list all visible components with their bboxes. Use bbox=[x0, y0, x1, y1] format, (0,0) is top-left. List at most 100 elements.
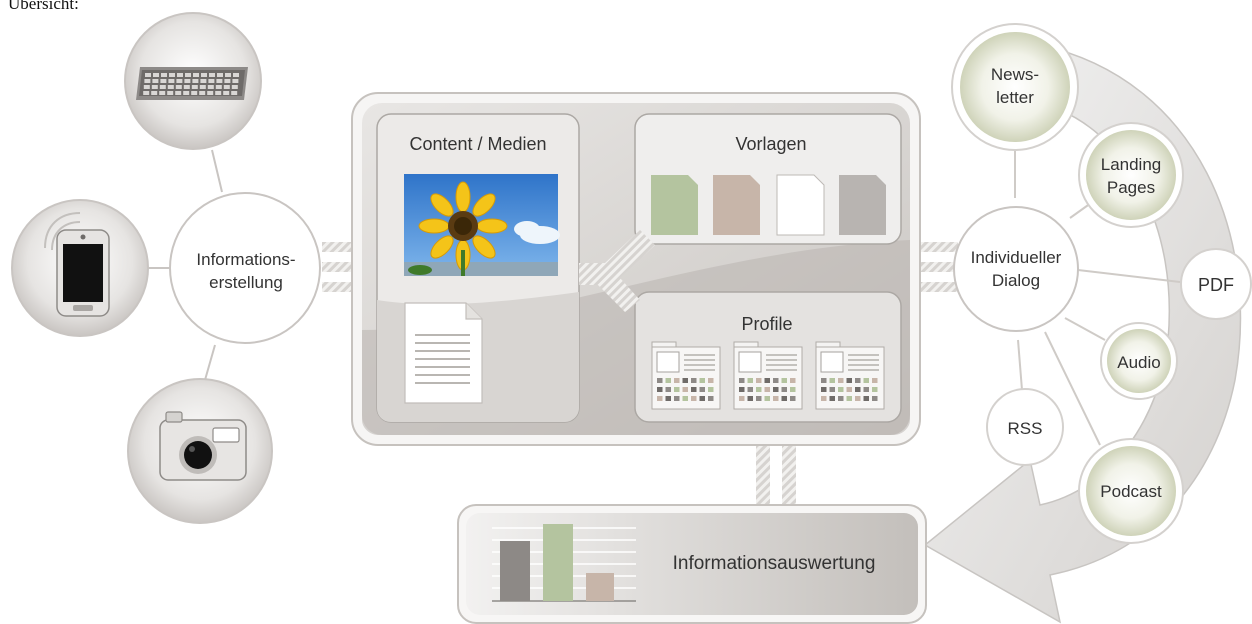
document-icon bbox=[404, 302, 483, 404]
pipe-left-1 bbox=[322, 242, 358, 252]
keyboard-key bbox=[199, 85, 206, 89]
channel-pdf: PDF bbox=[1180, 248, 1252, 320]
keyboard-key bbox=[215, 91, 222, 95]
keyboard-key bbox=[233, 73, 239, 77]
keyboard-key bbox=[175, 91, 182, 95]
camera-device bbox=[127, 378, 273, 524]
keyboard-key bbox=[216, 79, 223, 83]
keyboard-key bbox=[152, 79, 159, 83]
keyboard-key bbox=[223, 91, 230, 95]
template-brown bbox=[713, 175, 760, 235]
keyboard-key bbox=[161, 73, 167, 77]
keyboard-key bbox=[191, 85, 198, 89]
keyboard-key bbox=[167, 85, 174, 89]
channel-landing-pages: Landing Pages bbox=[1078, 122, 1184, 228]
keyboard-key bbox=[191, 91, 198, 95]
keyboard-key bbox=[151, 85, 158, 89]
keyboard-key bbox=[168, 79, 175, 83]
content-media-title: Content / Medien bbox=[409, 134, 546, 154]
profile-card-icon bbox=[815, 341, 885, 410]
keyboard-key bbox=[224, 79, 231, 83]
vorlagen-panel: Vorlagen bbox=[634, 113, 902, 245]
keyboard-key bbox=[185, 73, 191, 77]
profile-card-icon bbox=[651, 341, 721, 410]
smartphone-icon bbox=[44, 212, 110, 317]
keyboard-key bbox=[176, 79, 183, 83]
content-media-panel: Content / Medien bbox=[376, 113, 580, 423]
channel-newsletter: News- letter bbox=[951, 23, 1079, 151]
keyboard-device bbox=[124, 12, 262, 150]
channel-podcast: Podcast bbox=[1078, 438, 1184, 544]
informationserstellung-line1: Informations- bbox=[196, 250, 295, 269]
landing-line2: Pages bbox=[1107, 178, 1155, 197]
keyboard-key bbox=[159, 91, 166, 95]
dialog-line1: Individueller bbox=[971, 248, 1062, 267]
keyboard-key bbox=[231, 91, 238, 95]
keyboard-key bbox=[160, 79, 167, 83]
keyboard-key bbox=[217, 73, 223, 77]
keyboard-key bbox=[143, 85, 150, 89]
profile-panel: Profile bbox=[634, 291, 902, 423]
channel-audio: Audio bbox=[1100, 322, 1178, 400]
keyboard-key bbox=[225, 73, 231, 77]
profile-card-icon bbox=[733, 341, 803, 410]
audio-label: Audio bbox=[1117, 353, 1160, 372]
keyboard-key bbox=[207, 91, 214, 95]
keyboard-key bbox=[153, 73, 159, 77]
keyboard-key bbox=[215, 85, 222, 89]
informationsauswertung-panel: Informationsauswertung bbox=[457, 504, 927, 624]
auswertung-label: Informationsauswertung bbox=[673, 553, 876, 574]
profile-title: Profile bbox=[741, 314, 792, 334]
channel-connectors bbox=[1014, 150, 1181, 446]
podcast-label: Podcast bbox=[1100, 482, 1162, 501]
keyboard-icon bbox=[136, 67, 248, 100]
smartphone-device bbox=[11, 199, 149, 337]
keyboard-key bbox=[207, 85, 214, 89]
keyboard-key bbox=[231, 85, 238, 89]
keyboard-key bbox=[223, 85, 230, 89]
keyboard-key bbox=[143, 91, 150, 95]
keyboard-key bbox=[209, 73, 215, 77]
keyboard-key bbox=[167, 91, 174, 95]
keyboard-key bbox=[177, 73, 183, 77]
keyboard-key bbox=[183, 91, 190, 95]
keyboard-key bbox=[184, 79, 191, 83]
keyboard-key bbox=[192, 79, 199, 83]
keyboard-key bbox=[144, 79, 151, 83]
keyboard-key bbox=[175, 85, 182, 89]
keyboard-key bbox=[232, 79, 239, 83]
pipe-left-3 bbox=[322, 282, 358, 292]
newsletter-line2: letter bbox=[996, 88, 1034, 107]
vorlagen-title: Vorlagen bbox=[735, 134, 806, 154]
keyboard-key bbox=[199, 91, 206, 95]
keyboard-key bbox=[208, 79, 215, 83]
keyboard-key bbox=[201, 73, 207, 77]
pipe-left-2 bbox=[322, 262, 358, 272]
keyboard-key bbox=[169, 73, 175, 77]
keyboard-key bbox=[151, 91, 158, 95]
keyboard-key bbox=[193, 73, 199, 77]
template-white bbox=[776, 174, 825, 236]
bar-chart-icon bbox=[492, 524, 636, 602]
individueller-dialog-node: Individueller Dialog bbox=[953, 206, 1079, 332]
device-connectors bbox=[145, 149, 223, 381]
pipe-right-3 bbox=[920, 282, 958, 292]
informationserstellung-line2: erstellung bbox=[209, 273, 283, 292]
informationserstellung-node: Informations- erstellung bbox=[169, 192, 321, 344]
caption-text: Übersicht: bbox=[8, 0, 79, 13]
pdf-label: PDF bbox=[1198, 275, 1234, 295]
pipe-right-2 bbox=[920, 262, 958, 272]
newsletter-line1: News- bbox=[991, 65, 1039, 84]
landing-line1: Landing bbox=[1101, 155, 1162, 174]
keyboard-key bbox=[183, 85, 190, 89]
keyboard-key bbox=[159, 85, 166, 89]
camera-icon bbox=[159, 411, 247, 481]
channel-rss: RSS bbox=[986, 388, 1064, 466]
keyboard-key bbox=[200, 79, 207, 83]
keyboard-key bbox=[145, 73, 151, 77]
rss-label: RSS bbox=[1008, 419, 1043, 438]
pipe-right-1 bbox=[920, 242, 958, 252]
pipe-center bbox=[579, 230, 655, 312]
template-green bbox=[651, 175, 698, 235]
